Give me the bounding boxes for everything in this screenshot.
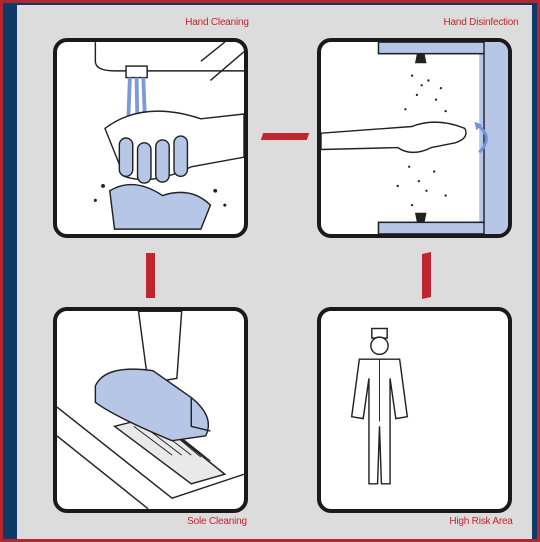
content-panel: Hand Cleaning Hand Disinfection Sole Cle… — [17, 5, 532, 539]
hand-disinfection-illustration — [321, 42, 508, 234]
label-high-risk-area: High Risk Area — [381, 516, 540, 527]
arrow-sole-to-hand-cleaning — [146, 253, 155, 298]
sole-cleaning-tile — [53, 307, 248, 513]
label-hand-disinfection: Hand Disinfection — [381, 17, 540, 28]
sole-cleaning-illustration — [57, 311, 244, 509]
high-risk-area-tile — [317, 307, 512, 513]
label-sole-cleaning: Sole Cleaning — [117, 516, 317, 527]
hand-cleaning-tile — [53, 38, 248, 238]
arrow-disinfection-to-high-risk — [422, 252, 431, 299]
label-hand-cleaning: Hand Cleaning — [117, 17, 317, 28]
arrow-hand-cleaning-to-disinfection — [261, 133, 310, 140]
hand-disinfection-tile — [317, 38, 512, 238]
hand-washing-illustration — [57, 42, 244, 234]
worker-in-uniform-illustration — [321, 311, 508, 509]
